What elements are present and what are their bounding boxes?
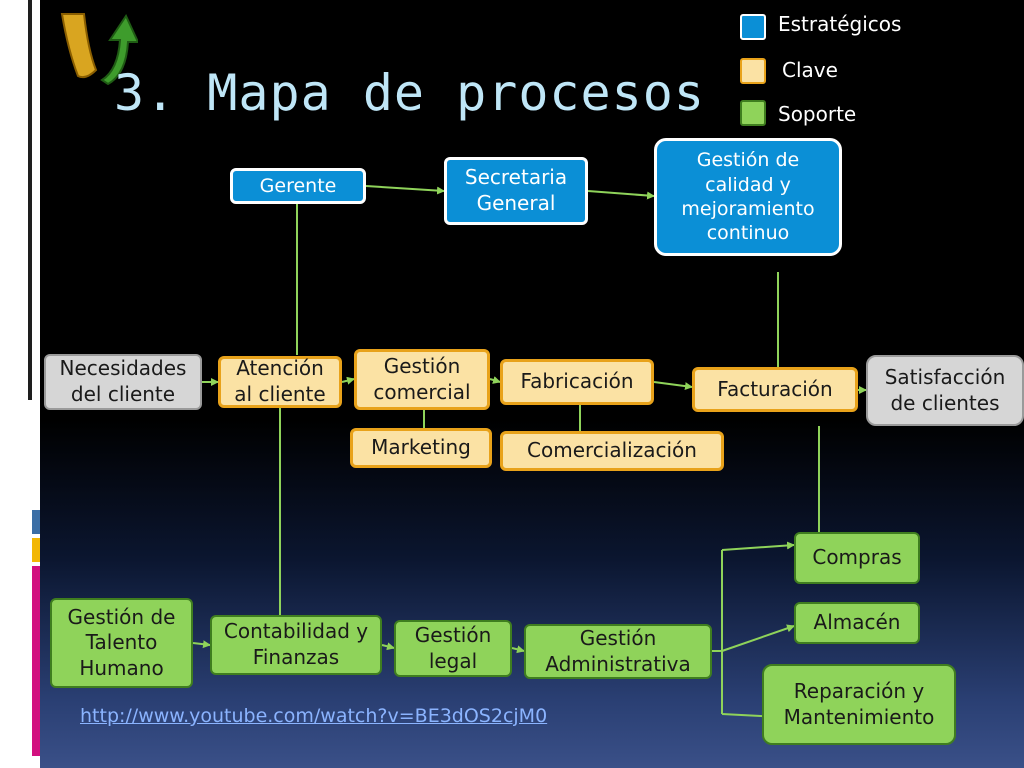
node-secretaria-general: Secretaria General [444,157,588,225]
legend-swatch-key [740,58,766,84]
node-talento-humano: Gestión de Talento Humano [50,598,193,688]
node-gestion-calidad: Gestión de calidad y mejoramiento contin… [654,138,842,256]
node-gerente: Gerente [230,168,366,204]
strip-bar-dark [28,0,32,400]
legend-label-support: Soporte [778,102,857,126]
link-contabilidad-legal [381,642,395,651]
link-secretaria-calidad [587,190,655,200]
link-comercial-fabricacion [489,376,501,384]
link-legal-administrativa [511,645,525,654]
legend-label-key: Clave [782,58,838,82]
strip-bar-pink [32,566,40,756]
node-facturacion: Facturación [692,367,858,412]
legend-label-strategic: Estratégicos [778,12,902,36]
strip-bar-yellow [32,538,40,562]
legend-swatch-support [740,100,766,126]
legend-swatch-strategic [740,14,766,40]
link-atencion-comercial [341,376,355,385]
link-bracket-support [712,550,723,714]
page-title: 3. Mapa de procesos [114,64,705,122]
node-almacen: Almacén [794,602,920,644]
node-reparacion-mantenimiento: Reparación y Mantenimiento [762,664,956,745]
link-gerente-secretaria [365,185,445,195]
link-bracket-almacen [721,624,795,652]
link-fabricacion-facturacion [653,381,693,391]
node-gestion-administrativa: Gestión Administrativa [524,624,712,679]
node-gestion-legal: Gestión legal [394,620,512,677]
node-satisfaccion-clientes: Satisfacción de clientes [866,355,1024,426]
link-talento-contabilidad [192,640,211,649]
node-gestion-comercial: Gestión comercial [354,349,490,410]
node-atencion-cliente: Atención al cliente [218,356,342,408]
node-compras: Compras [794,532,920,584]
youtube-link[interactable]: http://www.youtube.com/watch?v=BE3dOS2cj… [80,705,548,727]
node-necesidades-cliente: Necesidades del cliente [44,354,202,410]
node-fabricacion: Fabricación [500,359,654,405]
left-decorative-strip [0,0,40,768]
strip-bar-blue [32,510,40,534]
link-bracket-compras [721,541,795,551]
node-comercializacion: Comercialización [500,431,724,471]
node-marketing: Marketing [350,428,492,468]
arrow-logo-icon [60,13,138,86]
node-contabilidad-finanzas: Contabilidad y Finanzas [210,615,382,675]
